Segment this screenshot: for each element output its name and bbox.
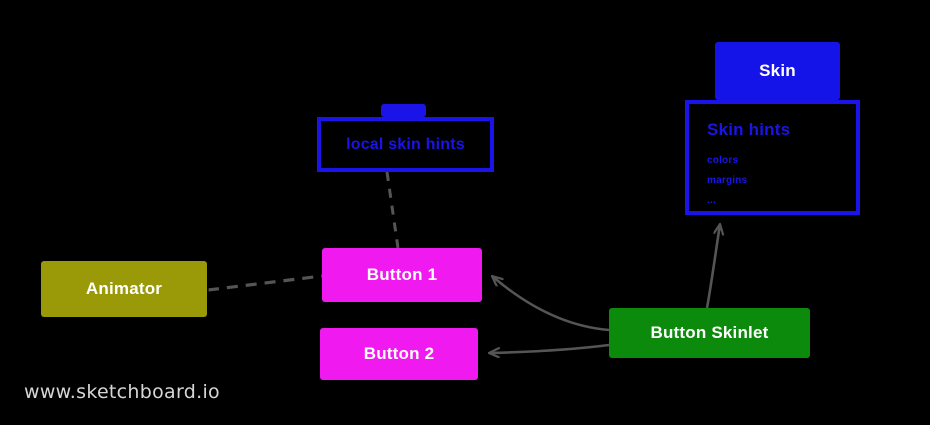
watermark: www.sketchboard.io [24,381,220,403]
skin-hints-item-ellipsis: ... [707,195,716,206]
node-button-skinlet-label: Button Skinlet [650,323,769,342]
node-animator[interactable]: Animator [41,261,207,317]
edge-animator-to-button1 [207,274,323,292]
node-animator-label: Animator [85,279,163,298]
node-button1[interactable]: Button 1 [322,248,482,302]
node-local-skin-hints[interactable]: local skin hints [317,117,494,172]
edge-skinlet-to-skin-hints [705,224,720,309]
note-tab-icon [381,104,426,117]
edge-skinlet-to-button1 [492,276,610,332]
node-local-skin-hints-label: local skin hints [346,135,465,153]
node-skin-label: Skin [759,61,796,80]
node-button2-label: Button 2 [363,344,435,363]
node-skin-hints[interactable]: Skin hints colors margins ... [685,100,860,215]
skin-hints-item-colors: colors [707,155,739,166]
node-button-skinlet[interactable]: Button Skinlet [609,308,810,358]
node-button1-label: Button 1 [366,265,438,284]
skin-hints-item-margins: margins [707,175,748,186]
node-button2[interactable]: Button 2 [320,328,478,380]
edge-local-skin-hints-to-button1 [385,171,400,249]
node-skin[interactable]: Skin [715,42,840,100]
edge-skinlet-to-button2 [489,343,610,353]
skin-hints-title: Skin hints [707,120,791,139]
